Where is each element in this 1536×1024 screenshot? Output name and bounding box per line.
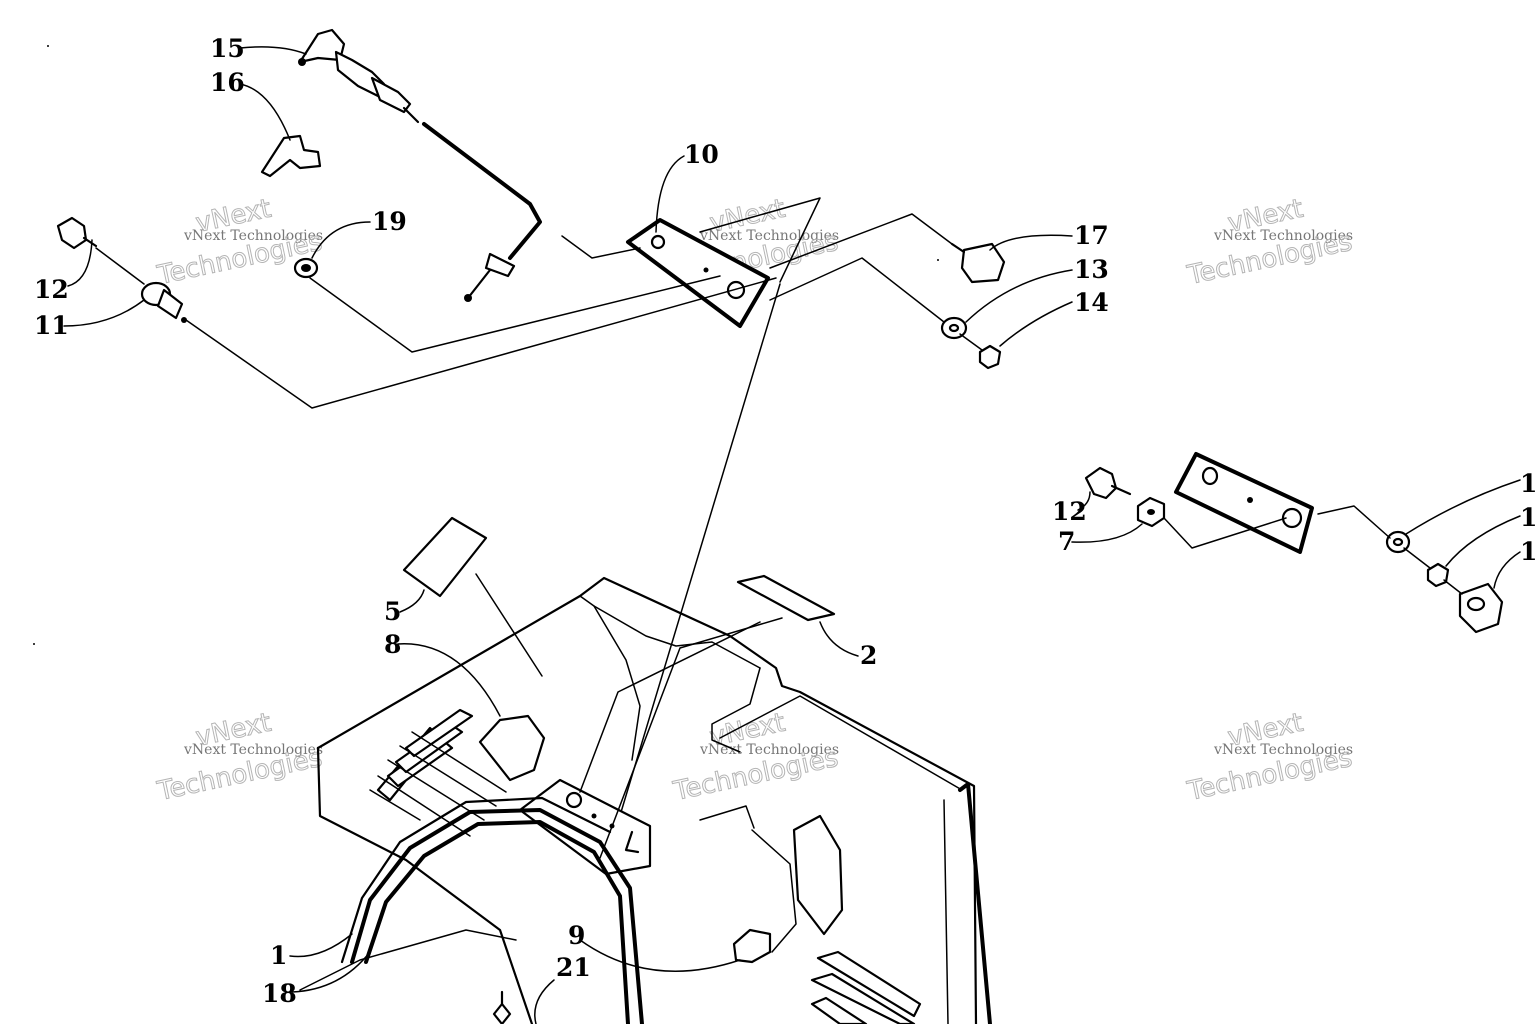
- callout-15: 15: [210, 34, 245, 63]
- callout-1: 1: [270, 941, 287, 970]
- nut-part-7: [1136, 496, 1166, 528]
- callout-13-right: 13: [1520, 469, 1536, 498]
- choke-control-part-15: [298, 28, 542, 302]
- nut-part-14-right: [1426, 562, 1450, 588]
- svg-text:vNext Technologies: vNext Technologies: [183, 228, 323, 244]
- key-part-12-right: [1084, 466, 1132, 500]
- watermark-5: vNext vNext Technologies Technologies: [670, 707, 842, 807]
- callout-16: 16: [210, 68, 245, 97]
- dash-plate-right: [1174, 452, 1314, 554]
- decal-part-2: [736, 574, 836, 622]
- light-switch-part-17: [950, 242, 1006, 284]
- washer-part-13-right: [1385, 530, 1411, 554]
- callout-17-right: 17: [1520, 537, 1536, 566]
- callout-labels: 15 16 10 19 17 12 11 13 14 5 8 2 12 7 13…: [34, 34, 1536, 1008]
- callout-18: 18: [262, 979, 297, 1008]
- watermark-1: vNext vNext Technologies Technologies: [154, 193, 326, 291]
- decal-part-5: [402, 516, 488, 598]
- assembly-lines-right: [1163, 505, 1463, 595]
- svg-text:vNext Technologies: vNext Technologies: [1213, 228, 1353, 244]
- callout-17: 17: [1074, 221, 1109, 250]
- ignition-key-part-12: [56, 216, 98, 250]
- watermark-3: vNext vNext Technologies Technologies: [1184, 193, 1356, 291]
- callout-19: 19: [372, 207, 407, 236]
- washer-part-13: [940, 316, 968, 340]
- ignition-switch-part-11: [140, 281, 187, 323]
- svg-text:vNext Technologies: vNext Technologies: [699, 742, 839, 758]
- callout-13: 13: [1074, 255, 1109, 284]
- watermark-6: vNext vNext Technologies Technologies: [1184, 707, 1356, 807]
- callout-12: 12: [34, 275, 69, 304]
- watermark-4: vNext vNext Technologies Technologies: [154, 707, 326, 807]
- nut-part-19: [293, 257, 319, 279]
- callout-8: 8: [384, 630, 401, 659]
- callout-21: 21: [556, 953, 591, 982]
- console-hood: [316, 576, 992, 1024]
- callout-2: 2: [860, 641, 877, 670]
- callout-14-right: 14: [1520, 503, 1536, 532]
- callout-11: 11: [34, 311, 69, 340]
- assembly-lines-hood: [475, 573, 783, 859]
- leader-lines: [63, 46, 1521, 1024]
- callout-7: 7: [1058, 527, 1075, 556]
- clip-part-16: [260, 134, 322, 178]
- hex-nut-part-14: [978, 344, 1002, 370]
- switch-part-17-right: [1458, 582, 1504, 634]
- svg-text:vNext Technologies: vNext Technologies: [183, 742, 323, 758]
- svg-text:vNext Technologies: vNext Technologies: [1213, 742, 1353, 758]
- callout-10: 10: [684, 140, 719, 169]
- callout-14: 14: [1074, 288, 1109, 317]
- callout-12-right: 12: [1052, 497, 1087, 526]
- callout-9: 9: [568, 921, 585, 950]
- callout-5: 5: [384, 597, 401, 626]
